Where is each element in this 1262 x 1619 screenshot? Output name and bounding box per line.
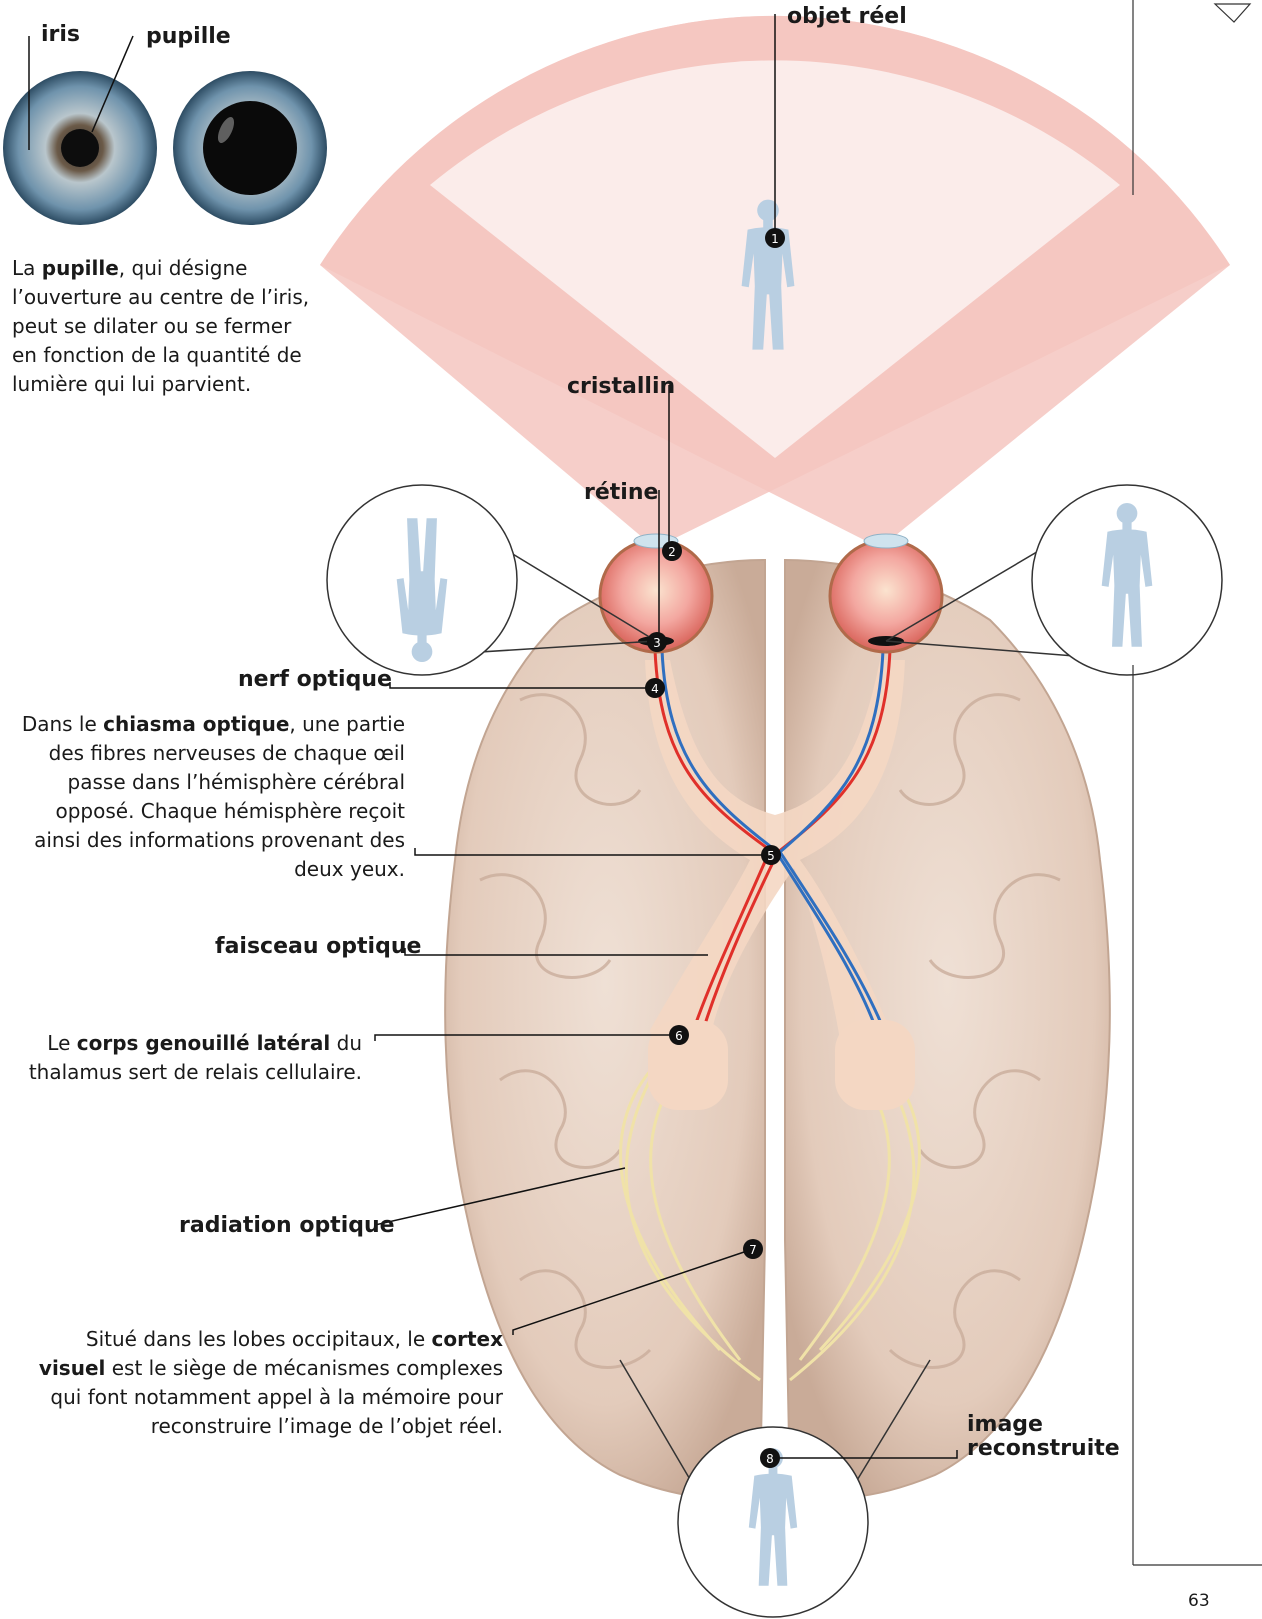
label-pupille: pupille [146, 24, 231, 50]
iris-dilated [173, 71, 327, 225]
label-nerf-optique: nerf optique [238, 667, 392, 693]
corps-text-bold: corps genouillé latéral [77, 1031, 331, 1055]
svg-text:7: 7 [749, 1243, 757, 1257]
brain [445, 560, 1110, 1498]
svg-text:8: 8 [766, 1452, 774, 1466]
chiasma-text-bold: chiasma optique [103, 712, 289, 736]
cortex-text-pre: Situé dans les lobes occipitaux, le [86, 1327, 432, 1351]
svg-text:5: 5 [767, 849, 775, 863]
pupil-description: La pupille, qui désigne l’ouverture au c… [12, 254, 312, 399]
svg-text:6: 6 [675, 1029, 683, 1043]
label-image-line2: reconstruite [967, 1437, 1120, 1461]
page-number: 63 [1188, 1591, 1210, 1611]
label-image-reconstruite: image reconstruite [967, 1413, 1120, 1461]
corps-genouille-description: Le corps genouillé latéral du thalamus s… [0, 1029, 362, 1087]
right-eye [830, 534, 942, 652]
marker-6: 6 [669, 1025, 689, 1045]
label-radiation-optique: radiation optique [179, 1213, 395, 1239]
chiasma-text-pre: Dans le [22, 712, 103, 736]
corps-text-pre: Le [47, 1031, 76, 1055]
marker-3: 3 [647, 632, 667, 652]
label-cristallin: cristallin [567, 374, 675, 400]
pupil-text-pre: La [12, 256, 42, 280]
iris-constricted [3, 71, 157, 225]
chiasma-description: Dans le chiasma optique, une partie des … [5, 710, 405, 884]
chiasma-text-post: , une partie des fibres nerveuses de cha… [34, 712, 405, 881]
svg-text:1: 1 [771, 232, 779, 246]
cortex-text-post: est le siège de mécanismes complexes qui… [50, 1356, 503, 1438]
right-hemisphere [785, 560, 1110, 1498]
label-faisceau-optique: faisceau optique [215, 934, 421, 960]
marker-5: 5 [761, 845, 781, 865]
label-retine: rétine [584, 480, 658, 506]
svg-text:2: 2 [668, 545, 676, 559]
svg-text:3: 3 [653, 636, 661, 650]
label-iris: iris [41, 22, 80, 48]
marker-4: 4 [645, 678, 665, 698]
pupil-text-bold: pupille [42, 256, 119, 280]
marker-7: 7 [743, 1239, 763, 1259]
label-objet-reel: objet réel [787, 4, 907, 30]
marker-2: 2 [662, 541, 682, 561]
marker-1: 1 [765, 228, 785, 248]
cortex-visuel-description: Situé dans les lobes occipitaux, le cort… [15, 1325, 503, 1441]
svg-text:4: 4 [651, 682, 659, 696]
marker-8: 8 [760, 1448, 780, 1468]
label-image-line1: image [967, 1413, 1120, 1437]
